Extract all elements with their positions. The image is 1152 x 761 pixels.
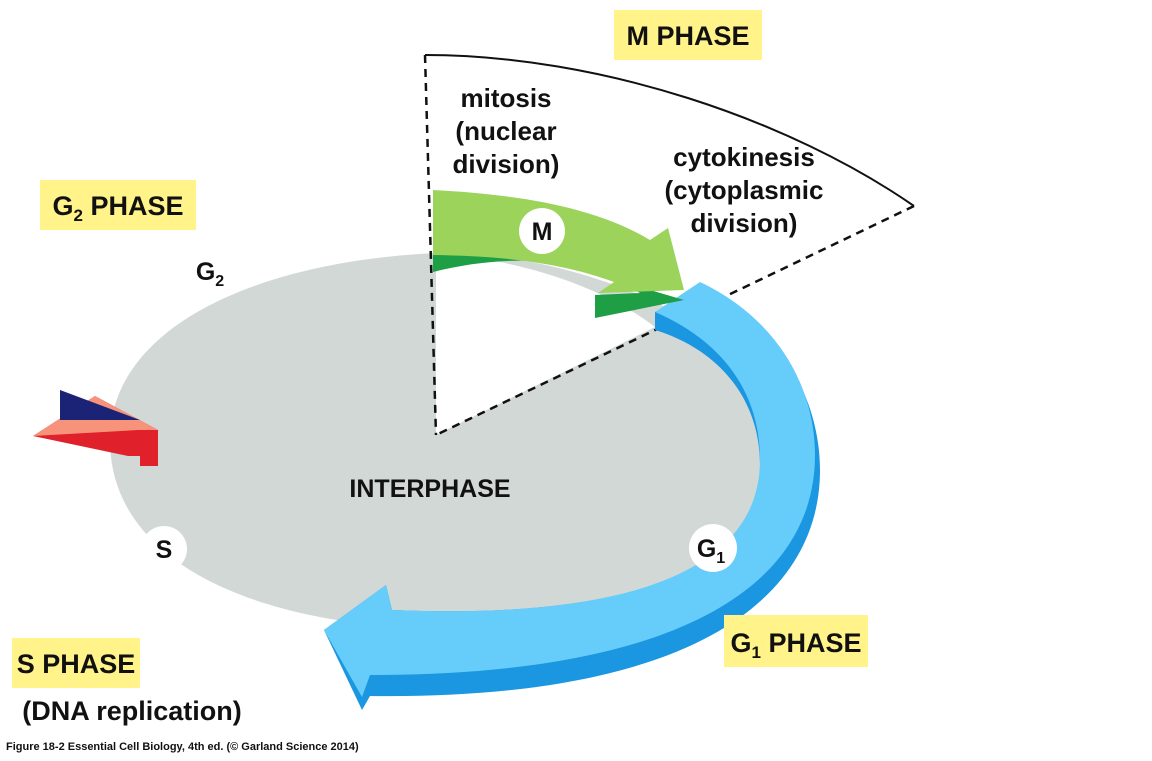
svg-text:G2 PHASE: G2 PHASE bbox=[52, 191, 183, 225]
g1-badge-sub: 1 bbox=[716, 550, 725, 567]
cytokinesis-line-2: (cytoplasmic bbox=[665, 175, 824, 205]
cytokinesis-line-1: cytokinesis bbox=[673, 142, 815, 172]
g1-phase-arrow bbox=[324, 282, 820, 710]
s-badge-text: S bbox=[156, 536, 173, 564]
g1-badge: G1 bbox=[689, 524, 737, 572]
m-phase-label: M PHASE bbox=[614, 10, 762, 60]
g1-phase-label: G1 PHASE bbox=[724, 615, 868, 667]
g1-phase-label-sub: 1 bbox=[752, 643, 761, 662]
g2-phase-label: G2 PHASE bbox=[40, 180, 196, 230]
g2-phase-label-rest: PHASE bbox=[83, 191, 184, 221]
g2-badge: G2 bbox=[188, 247, 236, 295]
g2-phase-label-main: G bbox=[52, 191, 73, 221]
g1-phase-label-rest: PHASE bbox=[761, 628, 862, 658]
s-phase-label-text: S PHASE bbox=[17, 649, 136, 679]
svg-text:G2: G2 bbox=[196, 258, 224, 290]
mitosis-annotation: mitosis (nuclear division) bbox=[453, 83, 560, 179]
g1-badge-main: G bbox=[697, 535, 716, 563]
g2-badge-main: G bbox=[196, 258, 215, 286]
m-phase-sector bbox=[423, 54, 915, 437]
m-badge-text: M bbox=[532, 218, 553, 246]
g1-phase-label-main: G bbox=[730, 628, 751, 658]
g2-phase-arrow bbox=[60, 390, 140, 420]
s-badge: S bbox=[141, 526, 187, 572]
cytokinesis-line-3: division) bbox=[691, 208, 798, 238]
svg-text:G1 PHASE: G1 PHASE bbox=[730, 628, 861, 662]
interphase-label: INTERPHASE bbox=[349, 475, 510, 503]
cytokinesis-annotation: cytokinesis (cytoplasmic division) bbox=[665, 142, 824, 238]
mitosis-line-2: (nuclear bbox=[455, 116, 556, 146]
g2-badge-sub: 2 bbox=[215, 273, 224, 290]
m-phase-label-text: M PHASE bbox=[626, 21, 749, 51]
figure-caption: Figure 18-2 Essential Cell Biology, 4th … bbox=[6, 741, 359, 753]
mitosis-line-3: division) bbox=[453, 149, 560, 179]
m-badge: M bbox=[519, 208, 565, 254]
s-phase-label: S PHASE bbox=[12, 638, 140, 688]
mitosis-line-1: mitosis bbox=[460, 83, 551, 113]
svg-text:G1: G1 bbox=[697, 535, 725, 567]
g2-phase-label-sub: 2 bbox=[74, 206, 83, 225]
s-phase-note: (DNA replication) bbox=[22, 696, 242, 726]
